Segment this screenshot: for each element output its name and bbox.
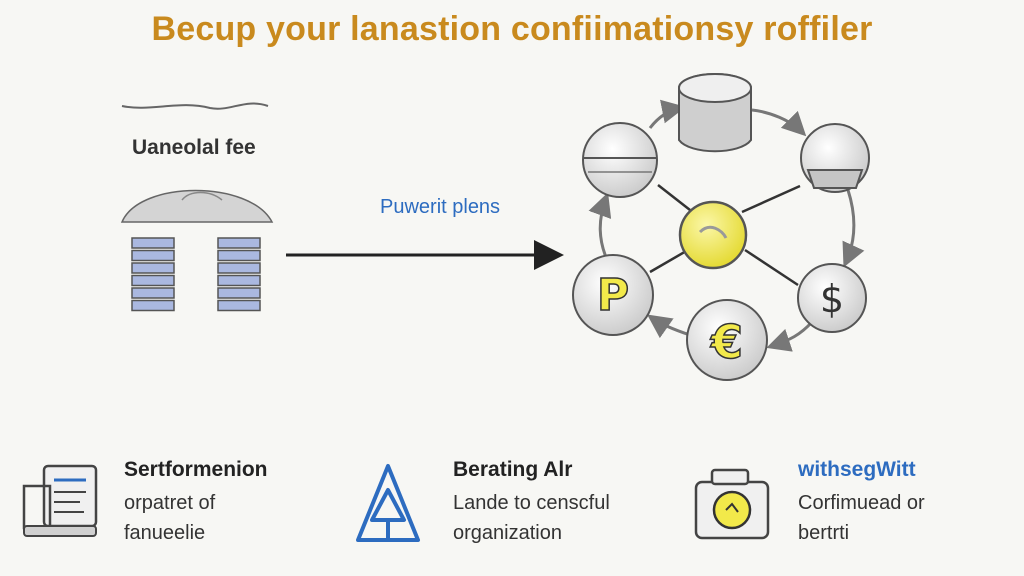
feature-line: fanueelie (124, 522, 206, 544)
feature-1: Sertformenion orpatret of fanueelie (124, 458, 268, 548)
center-coin-icon (678, 200, 748, 270)
feature-title: Berating Alr (453, 458, 573, 481)
rack-slat (217, 287, 261, 299)
feature-line: orpatret of (124, 492, 216, 514)
feature-2: Berating Alr Lande to censcful organizat… (453, 458, 610, 548)
rack-slat (131, 274, 175, 287)
triangle-network-icon (356, 464, 420, 542)
feature-3: withsegWitt Corfimuead or bertrti (798, 458, 925, 548)
rack-slat (131, 287, 175, 299)
rack-slat (217, 274, 261, 287)
node-cylinder-top (678, 73, 752, 153)
cycle-arrows (588, 99, 865, 352)
feature-line: bertrti (798, 522, 850, 544)
rack-slat (131, 262, 175, 274)
feature-line: Corfimuead or (798, 492, 925, 514)
arrow-label: Puwerit plens (380, 196, 501, 218)
feature-line: Lande to censcful (453, 492, 610, 514)
document-on-laptop-icon (22, 464, 98, 537)
rack-slat (217, 299, 261, 312)
feature-line: organization (453, 522, 562, 544)
svg-text:P: P (597, 270, 629, 321)
feature-title: Sertformenion (124, 458, 268, 481)
rack-slat (131, 299, 175, 312)
euro-coin-icon: € (686, 299, 768, 381)
dollar-coin-icon: $ (797, 263, 867, 333)
squiggle-line (121, 102, 269, 110)
server-rack-right (217, 237, 261, 312)
rack-slat (217, 249, 261, 262)
rack-slat (131, 249, 175, 262)
rack-slat (217, 237, 261, 249)
rack-slat (217, 262, 261, 274)
svg-text:€: € (710, 315, 743, 369)
page-title: Becup your lanastion confiimationsy roff… (151, 10, 873, 48)
node-helmet-right (800, 123, 870, 193)
server-rack-left (131, 237, 175, 312)
p-coin-icon: P (572, 254, 654, 336)
svg-text:$: $ (820, 277, 844, 321)
left-label: Uaneolal fee (132, 136, 256, 159)
node-hemisphere-left (582, 122, 658, 198)
rack-slat (131, 237, 175, 249)
server-building-icon (120, 189, 274, 312)
feature-title: withsegWitt (798, 458, 916, 481)
connector-lines (649, 184, 801, 287)
camera-coin-icon (694, 468, 770, 540)
